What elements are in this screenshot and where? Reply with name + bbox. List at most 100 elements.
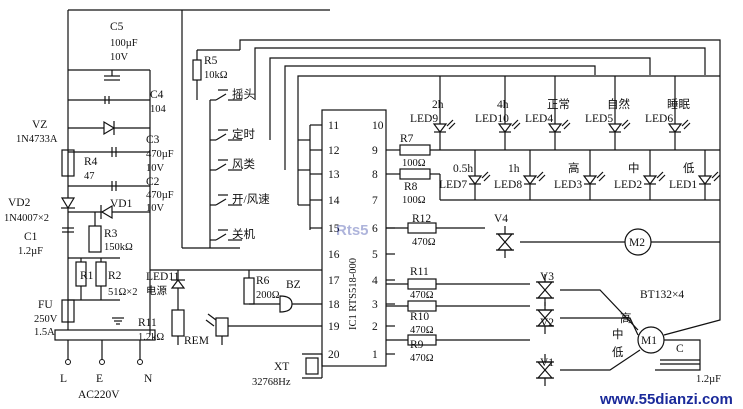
switch-1: 定时 [210,127,255,141]
triac-0 [496,226,514,258]
r10-value: 470Ω [410,325,434,336]
ic-wiring [239,39,721,230]
r9-value: 470Ω [410,353,434,364]
led-bottom-name: LED1 [669,179,697,191]
c2-value: 470µF [146,190,174,201]
ic-pin-right-8: 8 [372,169,378,181]
rem-label: REM [184,335,209,347]
r6-label: R6 [256,275,270,287]
r6-value: 200Ω [256,290,280,301]
r11b-value: 470Ω [410,290,434,301]
r12-label: R12 [412,213,431,225]
vd2-label: VD2 [8,197,31,209]
led-top-name: LED6 [645,113,673,125]
ic-pin-left-13: 13 [328,169,340,181]
r5-label: R5 [204,55,218,67]
led-top-time: 正常 [547,98,570,111]
c1-label: C1 [24,231,38,243]
led-bottom-name: LED7 [439,179,467,191]
r2-label: R2 [108,270,122,282]
c5-label: C5 [110,21,124,33]
led-top-time: 2h [432,99,444,111]
r4-label: R4 [84,156,98,168]
c1-value: 1.2µF [18,246,43,257]
c2-label: C2 [146,176,160,188]
led-top-time: 自然 [607,97,630,111]
led11-label: LED11 [146,271,180,283]
fu-label: FU [38,299,53,311]
ic-watermark: Rts5 [336,222,369,239]
r2-value: 51Ω×2 [108,287,137,298]
vz-label: VZ [32,119,47,131]
labels: C5 100µF 10V C4 104 VZ 1N4733A C3 470µF … [4,21,733,408]
v1-label: V1 [540,357,554,369]
c4-value: 104 [150,104,167,115]
switch-label: 关机 [232,227,255,241]
ic-pin-right-1: 1 [372,349,378,361]
r8-value: 100Ω [402,195,426,206]
led-bottom-time: 1h [508,163,520,175]
mains-l: L [60,373,67,385]
cmotor-label: C [676,343,684,355]
ic-pin-right-2: 2 [372,321,378,333]
r7-label: R7 [400,133,414,145]
r3-value: 150kΩ [104,242,133,253]
led-LED2: 中 LED2 [614,150,666,200]
v4-label: V4 [494,213,508,225]
ic-pin-left-14: 14 [328,195,340,207]
tap-mid: 中 [612,328,624,341]
ic-pin-left-11: 11 [328,120,339,132]
fu-voltage: 250V [34,314,58,325]
triac-drive-section [386,200,721,386]
r8-label: R8 [404,181,418,193]
r12-value: 470Ω [412,237,436,248]
led-bottom-time: 低 [683,162,695,175]
power-supply-section [54,9,330,365]
cmotor-value: 1.2µF [696,374,721,385]
tap-high: 高 [620,311,632,325]
c4-label: C4 [150,89,164,101]
v3-label: V3 [540,271,554,283]
led-top-name: LED9 [410,113,438,125]
r7-value: 100Ω [402,158,426,169]
v2-label: V2 [540,317,554,329]
ic-pin-left-18: 18 [328,299,340,311]
r5-value: 10kΩ [204,70,228,81]
led-top-name: LED10 [475,113,509,125]
indicator-leds: 2hLED94hLED10正常LED4自然LED5睡眠LED60.5hLED71… [410,76,721,200]
led-LED1: 低 LED1 [669,150,721,200]
triac-2 [536,302,554,334]
tap-low: 低 [612,346,624,359]
vz-part: 1N4733A [16,134,58,145]
vd1-label: VD1 [110,198,133,210]
ic-pin-right-4: 4 [372,275,378,287]
ic-pin-left-17: 17 [328,275,340,287]
switch-label: 摇头 [232,87,255,101]
m1-label: M1 [641,335,657,347]
led-bottom-name: LED2 [614,179,642,191]
ic-pin-right-3: 3 [372,299,378,311]
ic-pin-right-10: 10 [372,120,384,132]
fu-current: 1.5A [34,327,55,338]
switch-label: 开/风速 [232,193,270,206]
ic-pin-left-16: 16 [328,249,340,261]
r1-label: R1 [80,270,94,282]
r10-label: R10 [410,311,429,323]
ic-pin-right-6: 6 [372,223,378,235]
r11a-value: 1.2kΩ [138,332,164,343]
mains-e: E [96,373,103,385]
led-bottom-name: LED8 [494,179,522,191]
ic-pin-right-7: 7 [372,195,378,207]
input-peripherals [150,269,323,379]
led-bottom-time: 中 [628,162,640,175]
r11a-label: R11 [138,317,157,329]
mains-voltage: AC220V [78,389,120,401]
triac-1 [536,274,554,306]
led-top-name: LED5 [585,113,613,125]
